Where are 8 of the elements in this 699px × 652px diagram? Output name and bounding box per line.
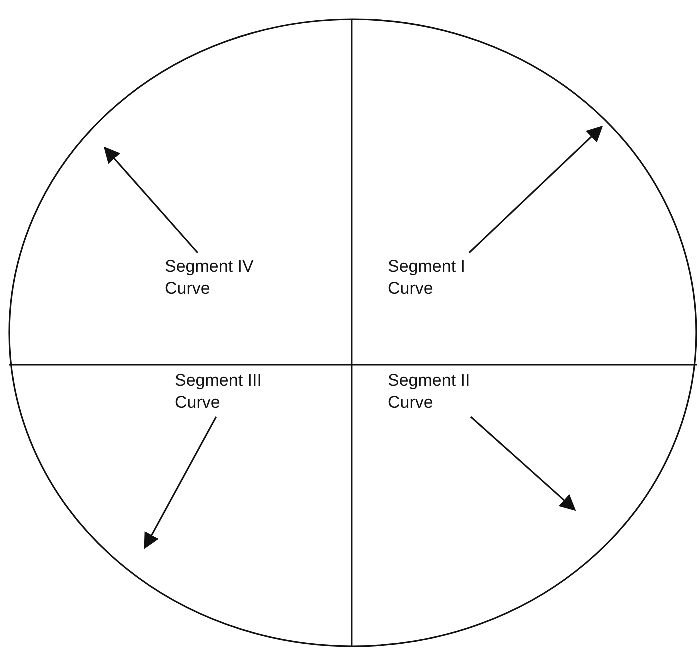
arrow <box>104 146 198 254</box>
arrow <box>144 416 218 550</box>
arrow <box>470 416 576 512</box>
segment-label: Segment IV Curve <box>165 256 275 300</box>
arrow <box>468 126 604 254</box>
segment-label: Segment II Curve <box>388 370 498 414</box>
segment-label: Segment I Curve <box>388 256 498 300</box>
segment-label: Segment III Curve <box>175 370 285 414</box>
